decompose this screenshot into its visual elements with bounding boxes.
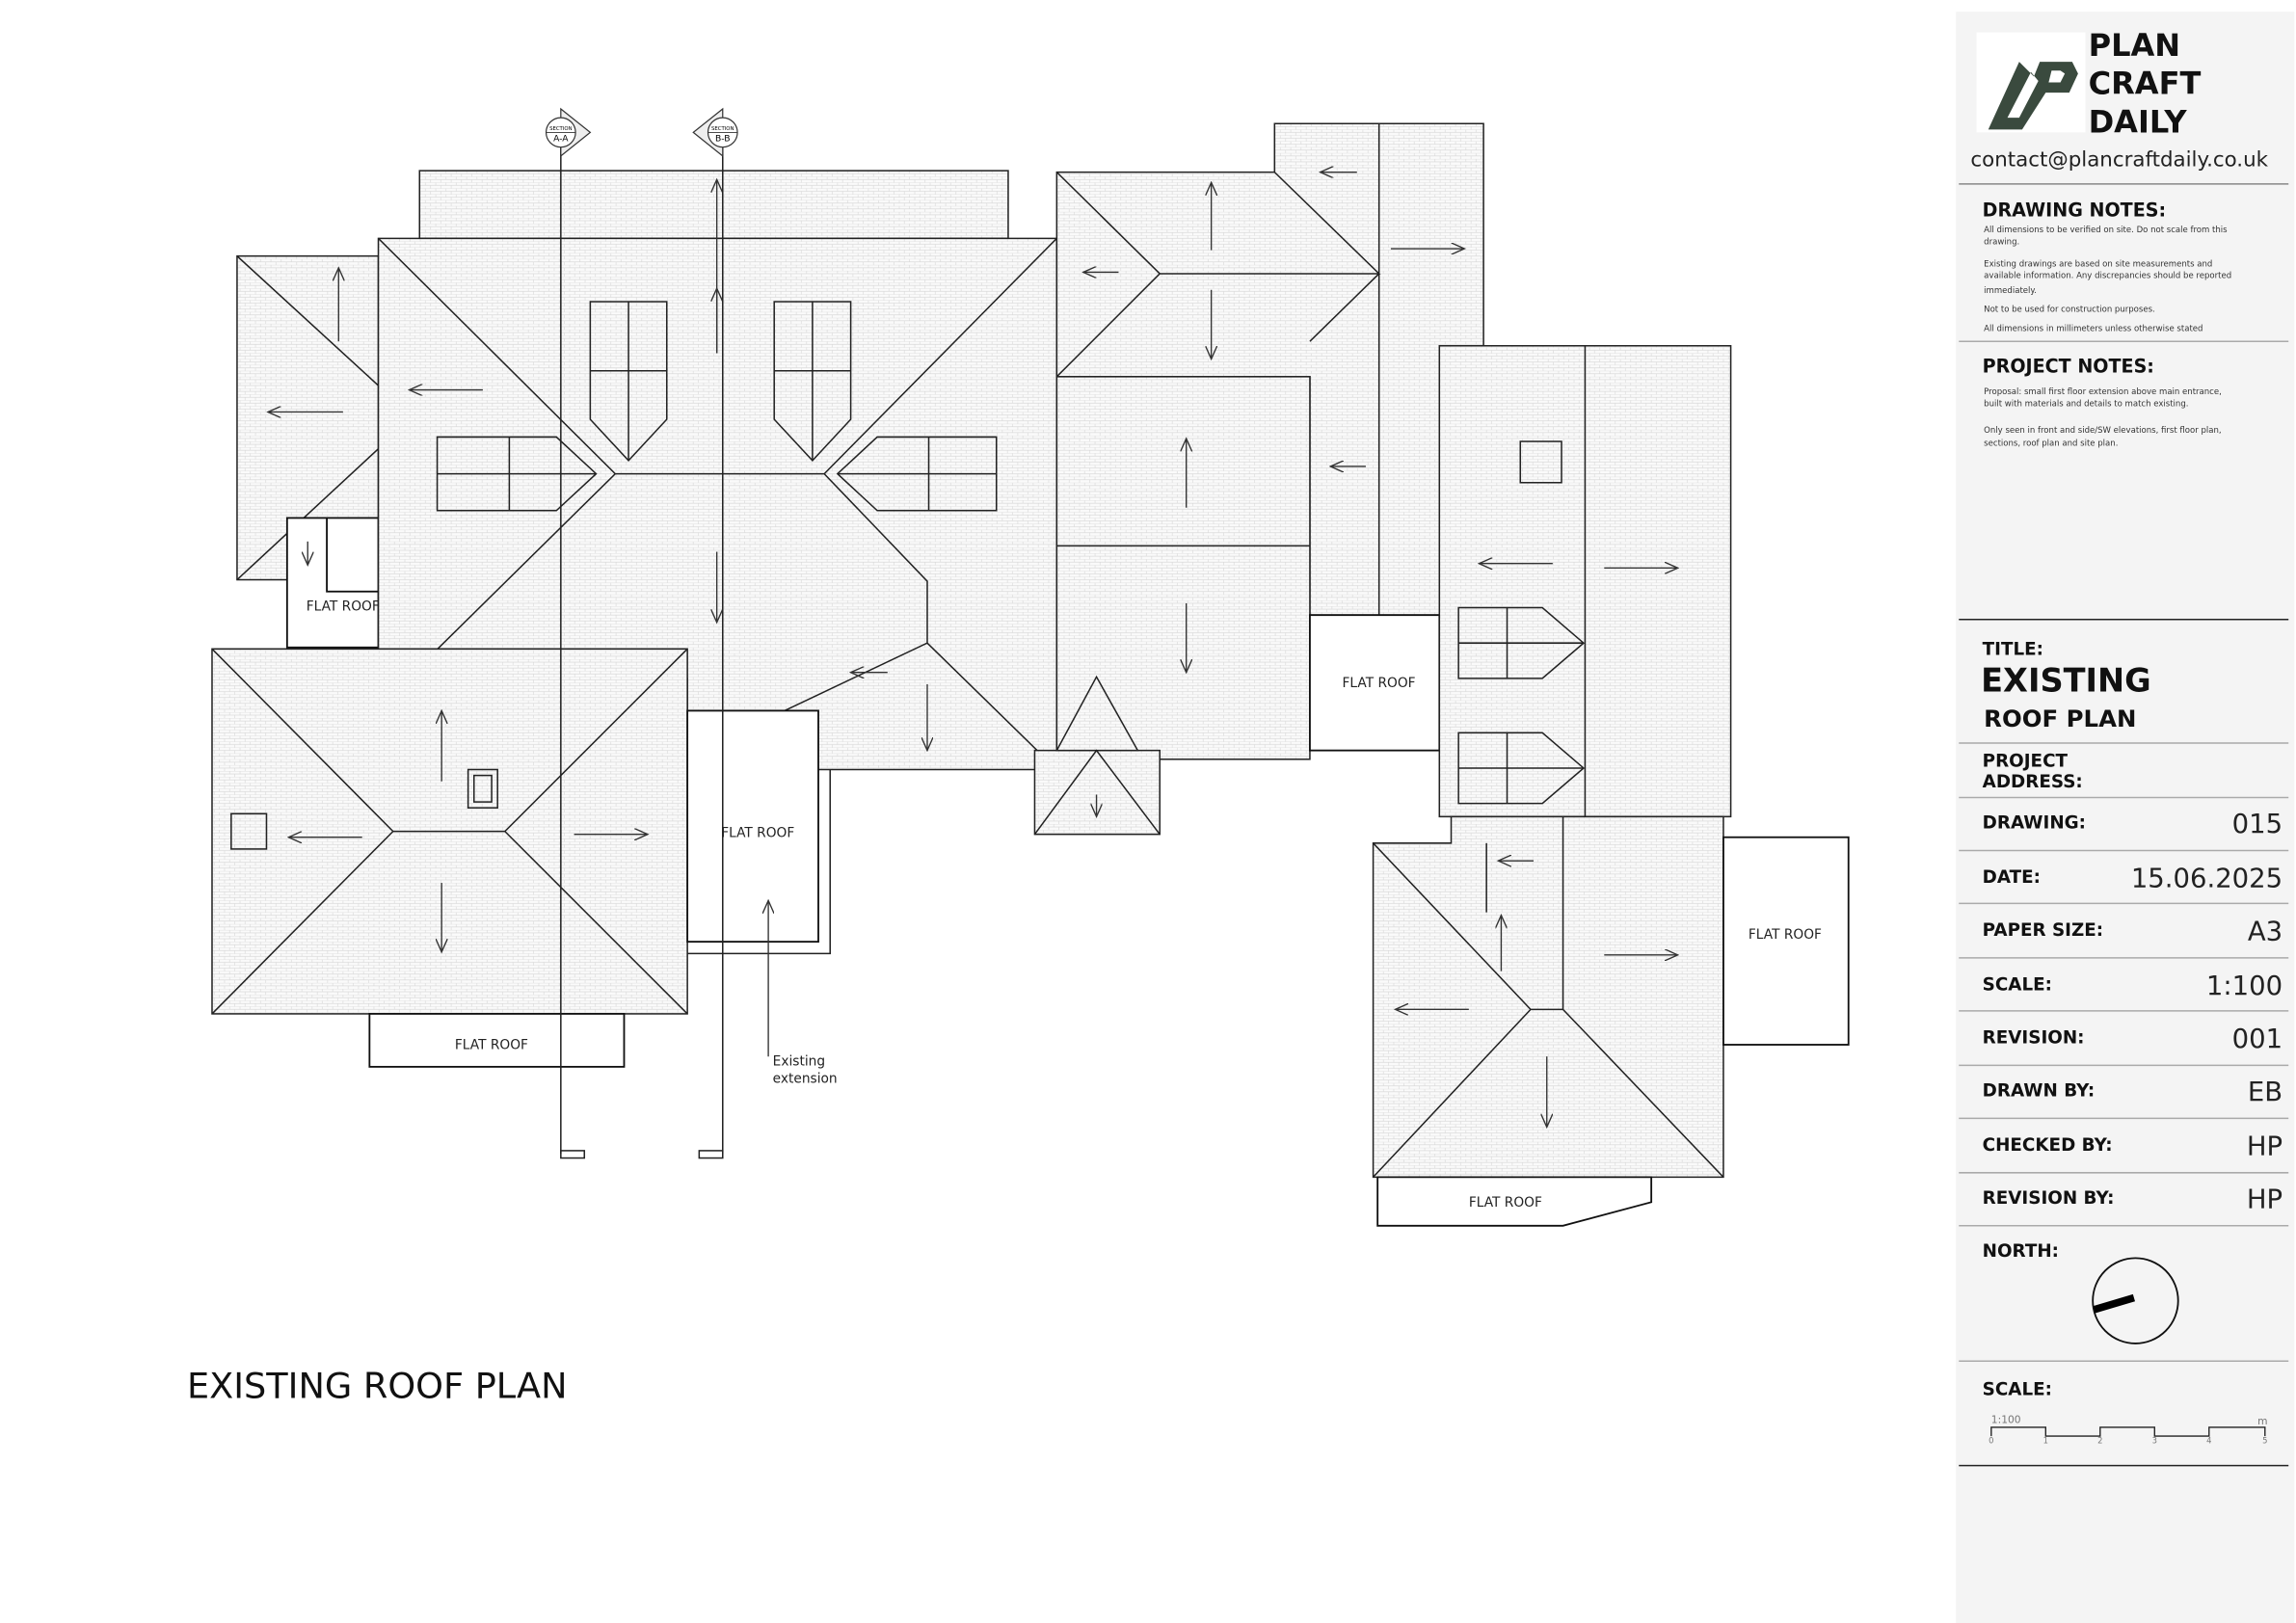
field-value: 015 (2232, 809, 2283, 839)
scale-bar-ratio: 1:100 (1991, 1413, 2021, 1425)
dormer (436, 301, 998, 512)
field-value: EB (2248, 1077, 2283, 1107)
project-note: Only seen in front and side/SW elevation… (1984, 426, 2221, 436)
roof-top-band (418, 170, 1009, 240)
flat-roof-label: FLAT ROOF (1749, 927, 1822, 943)
title-label: TITLE: (1983, 639, 2043, 659)
scale-tick: 0 (1989, 1436, 1993, 1446)
field-revision-by: REVISION BY: HP (1959, 1184, 2289, 1227)
project-notes-heading: PROJECT NOTES: (1983, 356, 2154, 377)
flat-roof-label: FLAT ROOF (1343, 676, 1416, 691)
field-value: 1:100 (2206, 971, 2283, 1001)
flat-roof-bottom-right (1376, 1176, 1653, 1227)
roof-gable-small (1033, 749, 1161, 836)
scale-tick: 4 (2206, 1436, 2211, 1446)
chimney-icon (230, 812, 268, 850)
project-address-label: ADDRESS: (1983, 772, 2083, 792)
drawing-note: immediately. (1984, 286, 2037, 296)
field-label: REVISION: (1983, 1027, 2085, 1048)
flat-roof-label: FLAT ROOF (721, 826, 794, 841)
section-marker-id: A-A (553, 134, 569, 145)
field-label: REVISION BY: (1983, 1188, 2115, 1209)
section-line-a-a: SECTION A-A (545, 107, 592, 1159)
field-value: 15.06.2025 (2131, 864, 2283, 894)
section-marker-id: B-B (715, 134, 731, 145)
flat-roof-far-right (1722, 836, 1850, 1046)
drawing-note: Not to be used for construction purposes… (1984, 306, 2155, 315)
logo-text: DAILY (2089, 103, 2188, 140)
north-label: NORTH: (1983, 1241, 2059, 1262)
project-note: sections, roof plan and site plan. (1984, 439, 2118, 449)
title-block: PLAN CRAFT DAILY contact@plancraftdaily.… (1956, 12, 2295, 1623)
field-label: CHECKED BY: (1983, 1135, 2113, 1156)
field-paper-size: PAPER SIZE: A3 (1959, 917, 2289, 959)
flat-roof-right-mid (1309, 614, 1441, 752)
scale-bar: 1:100 m 0 1 2 3 4 5 (1989, 1413, 2267, 1445)
rooflight-icon (467, 768, 498, 809)
existing-extension-label: Existing (773, 1053, 825, 1069)
flat-roof-label: FLAT ROOF (307, 599, 380, 615)
logo-text: CRAFT (2089, 66, 2202, 102)
flat-roof-label: FLAT ROOF (455, 1038, 528, 1053)
sheet-title-line1: EXISTING (1981, 662, 2151, 700)
field-scale: SCALE: 1:100 (1959, 971, 2289, 1012)
field-date: DATE: 15.06.2025 (1959, 864, 2289, 905)
field-drawn-by: DRAWN BY: EB (1959, 1077, 2289, 1120)
drawing-note: available information. Any discrepancies… (1984, 272, 2231, 281)
scale-tick: 2 (2097, 1436, 2102, 1446)
existing-extension-label: extension (773, 1072, 838, 1087)
logo-icon (1988, 62, 2078, 130)
scale-tick: 1 (2043, 1436, 2048, 1446)
project-address-label: PROJECT (1983, 751, 2069, 771)
field-label: DATE: (1983, 867, 2041, 888)
project-note: Proposal: small first floor extension ab… (1984, 387, 2222, 397)
drawing-note: Existing drawings are based on site meas… (1984, 259, 2212, 269)
section-line-b-b: SECTION B-B (692, 107, 738, 1159)
logo-text: PLAN (2089, 27, 2181, 64)
field-label: SCALE: (1983, 974, 2052, 995)
roof-fall-arrows (268, 173, 1678, 1128)
field-label: PAPER SIZE: (1983, 920, 2103, 941)
field-value: HP (2247, 1184, 2283, 1214)
contact-email[interactable]: contact@plancraftdaily.co.uk (1970, 148, 2268, 173)
field-value: HP (2247, 1131, 2283, 1161)
roof-plan-drawing: FLAT ROOF FLAT ROOF FLAT ROOF Existing e… (187, 107, 1850, 1406)
scale-tick: 3 (2152, 1436, 2157, 1446)
flat-roof-bottom-left (368, 1013, 626, 1068)
project-note: built with materials and details to matc… (1984, 399, 2188, 409)
drawing-note: All dimensions to be verified on site. D… (1984, 226, 2228, 235)
drawing-title: EXISTING ROOF PLAN (187, 1365, 567, 1406)
scale-bar-unit: m (2257, 1415, 2267, 1427)
scale-label: SCALE: (1983, 1379, 2052, 1399)
field-checked-by: CHECKED BY: HP (1959, 1131, 2289, 1174)
field-label: DRAWING: (1983, 813, 2086, 834)
section-marker-label: SECTION (549, 126, 572, 132)
field-value: 001 (2232, 1024, 2283, 1054)
north-arrow-icon (2092, 1257, 2179, 1344)
sheet-title-line2: ROOF PLAN (1984, 705, 2136, 732)
drawing-notes-heading: DRAWING NOTES: (1983, 200, 2166, 221)
field-value: A3 (2248, 917, 2283, 947)
field-revision: REVISION: 001 (1959, 1024, 2289, 1067)
section-marker-label: SECTION (711, 126, 734, 132)
field-drawing: DRAWING: 015 (1959, 809, 2289, 852)
field-label: DRAWN BY: (1983, 1080, 2096, 1101)
scale-tick: 5 (2262, 1436, 2267, 1446)
flat-roof-centre (686, 709, 819, 944)
drawing-note: drawing. (1984, 237, 2019, 247)
roof-lower-right (1372, 815, 1724, 1179)
chimney-icon (1519, 440, 1562, 484)
flat-roof-label: FLAT ROOF (1469, 1195, 1542, 1211)
drawing-note: All dimensions in millimeters unless oth… (1984, 325, 2203, 334)
